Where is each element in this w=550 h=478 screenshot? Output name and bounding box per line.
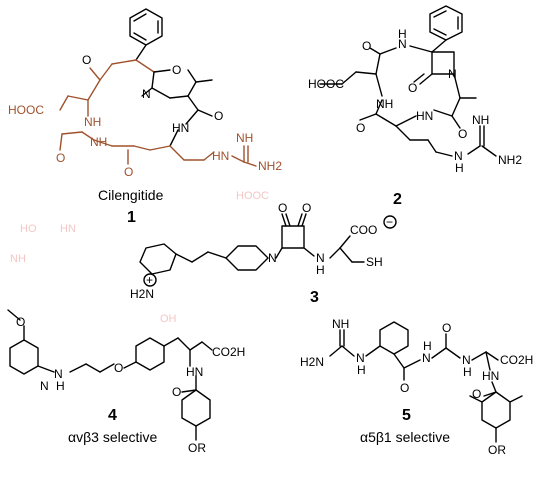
phenyl-ring — [429, 5, 463, 41]
nitrogen-label: N — [316, 251, 325, 265]
azetidinone-ring — [431, 51, 455, 75]
compound-5-structure: NH H2N N H O N H O N H CO2H HN O OR 5 α5… — [300, 317, 533, 457]
oxygen-label: O — [458, 127, 467, 141]
oxygen-label: O — [472, 387, 481, 401]
carboxylic-acid-label: HOOC — [308, 77, 344, 91]
nitrogen-label: N — [142, 87, 151, 101]
phenyl-ring — [129, 8, 163, 46]
compound-3-structure: O O COO − SH N N H H2N + 3 — [130, 201, 397, 306]
ghost-text: HN — [60, 223, 76, 235]
amide-nh-label: HN — [482, 369, 499, 383]
oxygen-label: O — [356, 121, 365, 135]
carboxylic-acid-label: HOOC — [8, 103, 44, 117]
hydrogen-label: H — [455, 161, 464, 175]
hydrogen-label: H — [398, 27, 407, 41]
guanidine-nh-label: NH — [472, 113, 489, 127]
nitrogen-label: N — [356, 351, 365, 365]
ether-oxygen-label: O — [114, 361, 123, 375]
carboxylic-acid-label: CO2H — [500, 353, 533, 367]
hydrogen-label: H — [463, 365, 472, 379]
alkoxy-label: OR — [488, 443, 506, 457]
compound-2-structure: HOOC O N H O NH O HN O N NH NH2 N H 2 — [308, 5, 522, 208]
pyridine-ring — [9, 339, 39, 375]
methoxy-oxygen-label: O — [16, 315, 25, 329]
piperidinium-ring — [139, 243, 177, 275]
compound-5-selectivity: α5β1 selective — [360, 429, 450, 445]
oxygen-label: O — [214, 109, 223, 123]
oxygen-label: O — [362, 39, 371, 53]
ghost-text: HOOC — [236, 190, 269, 202]
oxygen-label: O — [302, 201, 311, 215]
nh-label: NH — [84, 115, 101, 129]
nh-label: NH — [90, 135, 107, 149]
hydrogen-label: H — [56, 379, 65, 393]
ghost-text: HO — [20, 223, 37, 235]
ghost-text: OH — [160, 313, 177, 325]
guanidine-hn-label: HN — [212, 149, 229, 163]
squaramide-ring — [281, 225, 305, 249]
oxygen-label: O — [172, 63, 181, 77]
ghost-text-layer: HOOC HO HN NH OH — [10, 190, 269, 325]
charge-label: + — [146, 273, 153, 287]
compound-1-structure: O O N O HN NH HOOC O O NH HN NH NH2 Cile… — [8, 8, 282, 226]
mesityl-ring — [481, 391, 511, 429]
charge-label: − — [386, 215, 393, 229]
oxygen-label: O — [124, 165, 133, 179]
amine-label: NH2 — [258, 159, 282, 173]
thiol-label: SH — [366, 255, 383, 269]
ammonium-label: H2N — [130, 287, 154, 301]
compound-1-number: 1 — [127, 209, 136, 226]
compound-4-structure: O N N H O CO2H HN O OR 4 αvβ3 selective — [7, 309, 245, 455]
nh-label: NH — [376, 97, 393, 111]
nitrogen-label: N — [268, 251, 277, 265]
pyridine-nitrogen-label: N — [40, 379, 49, 393]
carboxylic-acid-label: CO2H — [212, 345, 245, 359]
hydrogen-label: H — [357, 363, 366, 377]
hydrogen-label: H — [423, 339, 432, 353]
compound-5-number: 5 — [402, 407, 411, 424]
negative-charge-icon — [383, 215, 397, 229]
amide-nh-label: HN — [186, 365, 203, 379]
compound-4-number: 4 — [108, 407, 117, 424]
imine-nh-label: NH — [332, 317, 349, 331]
oxygen-label: O — [82, 53, 91, 67]
compound-2-number: 2 — [393, 191, 402, 208]
nh-label: HN — [172, 121, 189, 135]
nitrogen-label: N — [54, 367, 63, 381]
benzoyl-ring — [181, 389, 211, 427]
alkoxy-label: OR — [188, 441, 206, 455]
phenyl-ring — [135, 337, 165, 371]
compound-3-number: 3 — [310, 289, 319, 306]
carboxylate-label: COO — [350, 223, 377, 237]
oxygen-label: O — [400, 381, 409, 395]
nitrogen-label: N — [448, 67, 457, 81]
amine-label: NH2 — [498, 153, 522, 167]
positive-charge-icon — [143, 273, 157, 287]
oxygen-label: O — [56, 151, 65, 165]
amine-label: H2N — [300, 355, 324, 369]
hydrogen-label: H — [316, 263, 325, 277]
nitrogen-label: N — [398, 37, 407, 51]
compound-4-selectivity: αvβ3 selective — [68, 429, 158, 445]
nitrogen-label: N — [422, 351, 431, 365]
hn-label: HN — [416, 109, 433, 123]
nitrogen-label: N — [454, 149, 463, 163]
piperidine-ring — [225, 245, 269, 271]
phenyl-ring — [379, 321, 409, 355]
ghost-text: NH — [10, 253, 26, 265]
nitrogen-label: N — [462, 353, 471, 367]
oxygen-label: O — [278, 201, 287, 215]
oxygen-label: O — [442, 321, 451, 335]
oxygen-label: O — [408, 81, 417, 95]
compound-1-name: Cilengitide — [98, 187, 164, 203]
guanidine-nh-label: NH — [236, 131, 253, 145]
oxygen-label: O — [172, 385, 181, 399]
